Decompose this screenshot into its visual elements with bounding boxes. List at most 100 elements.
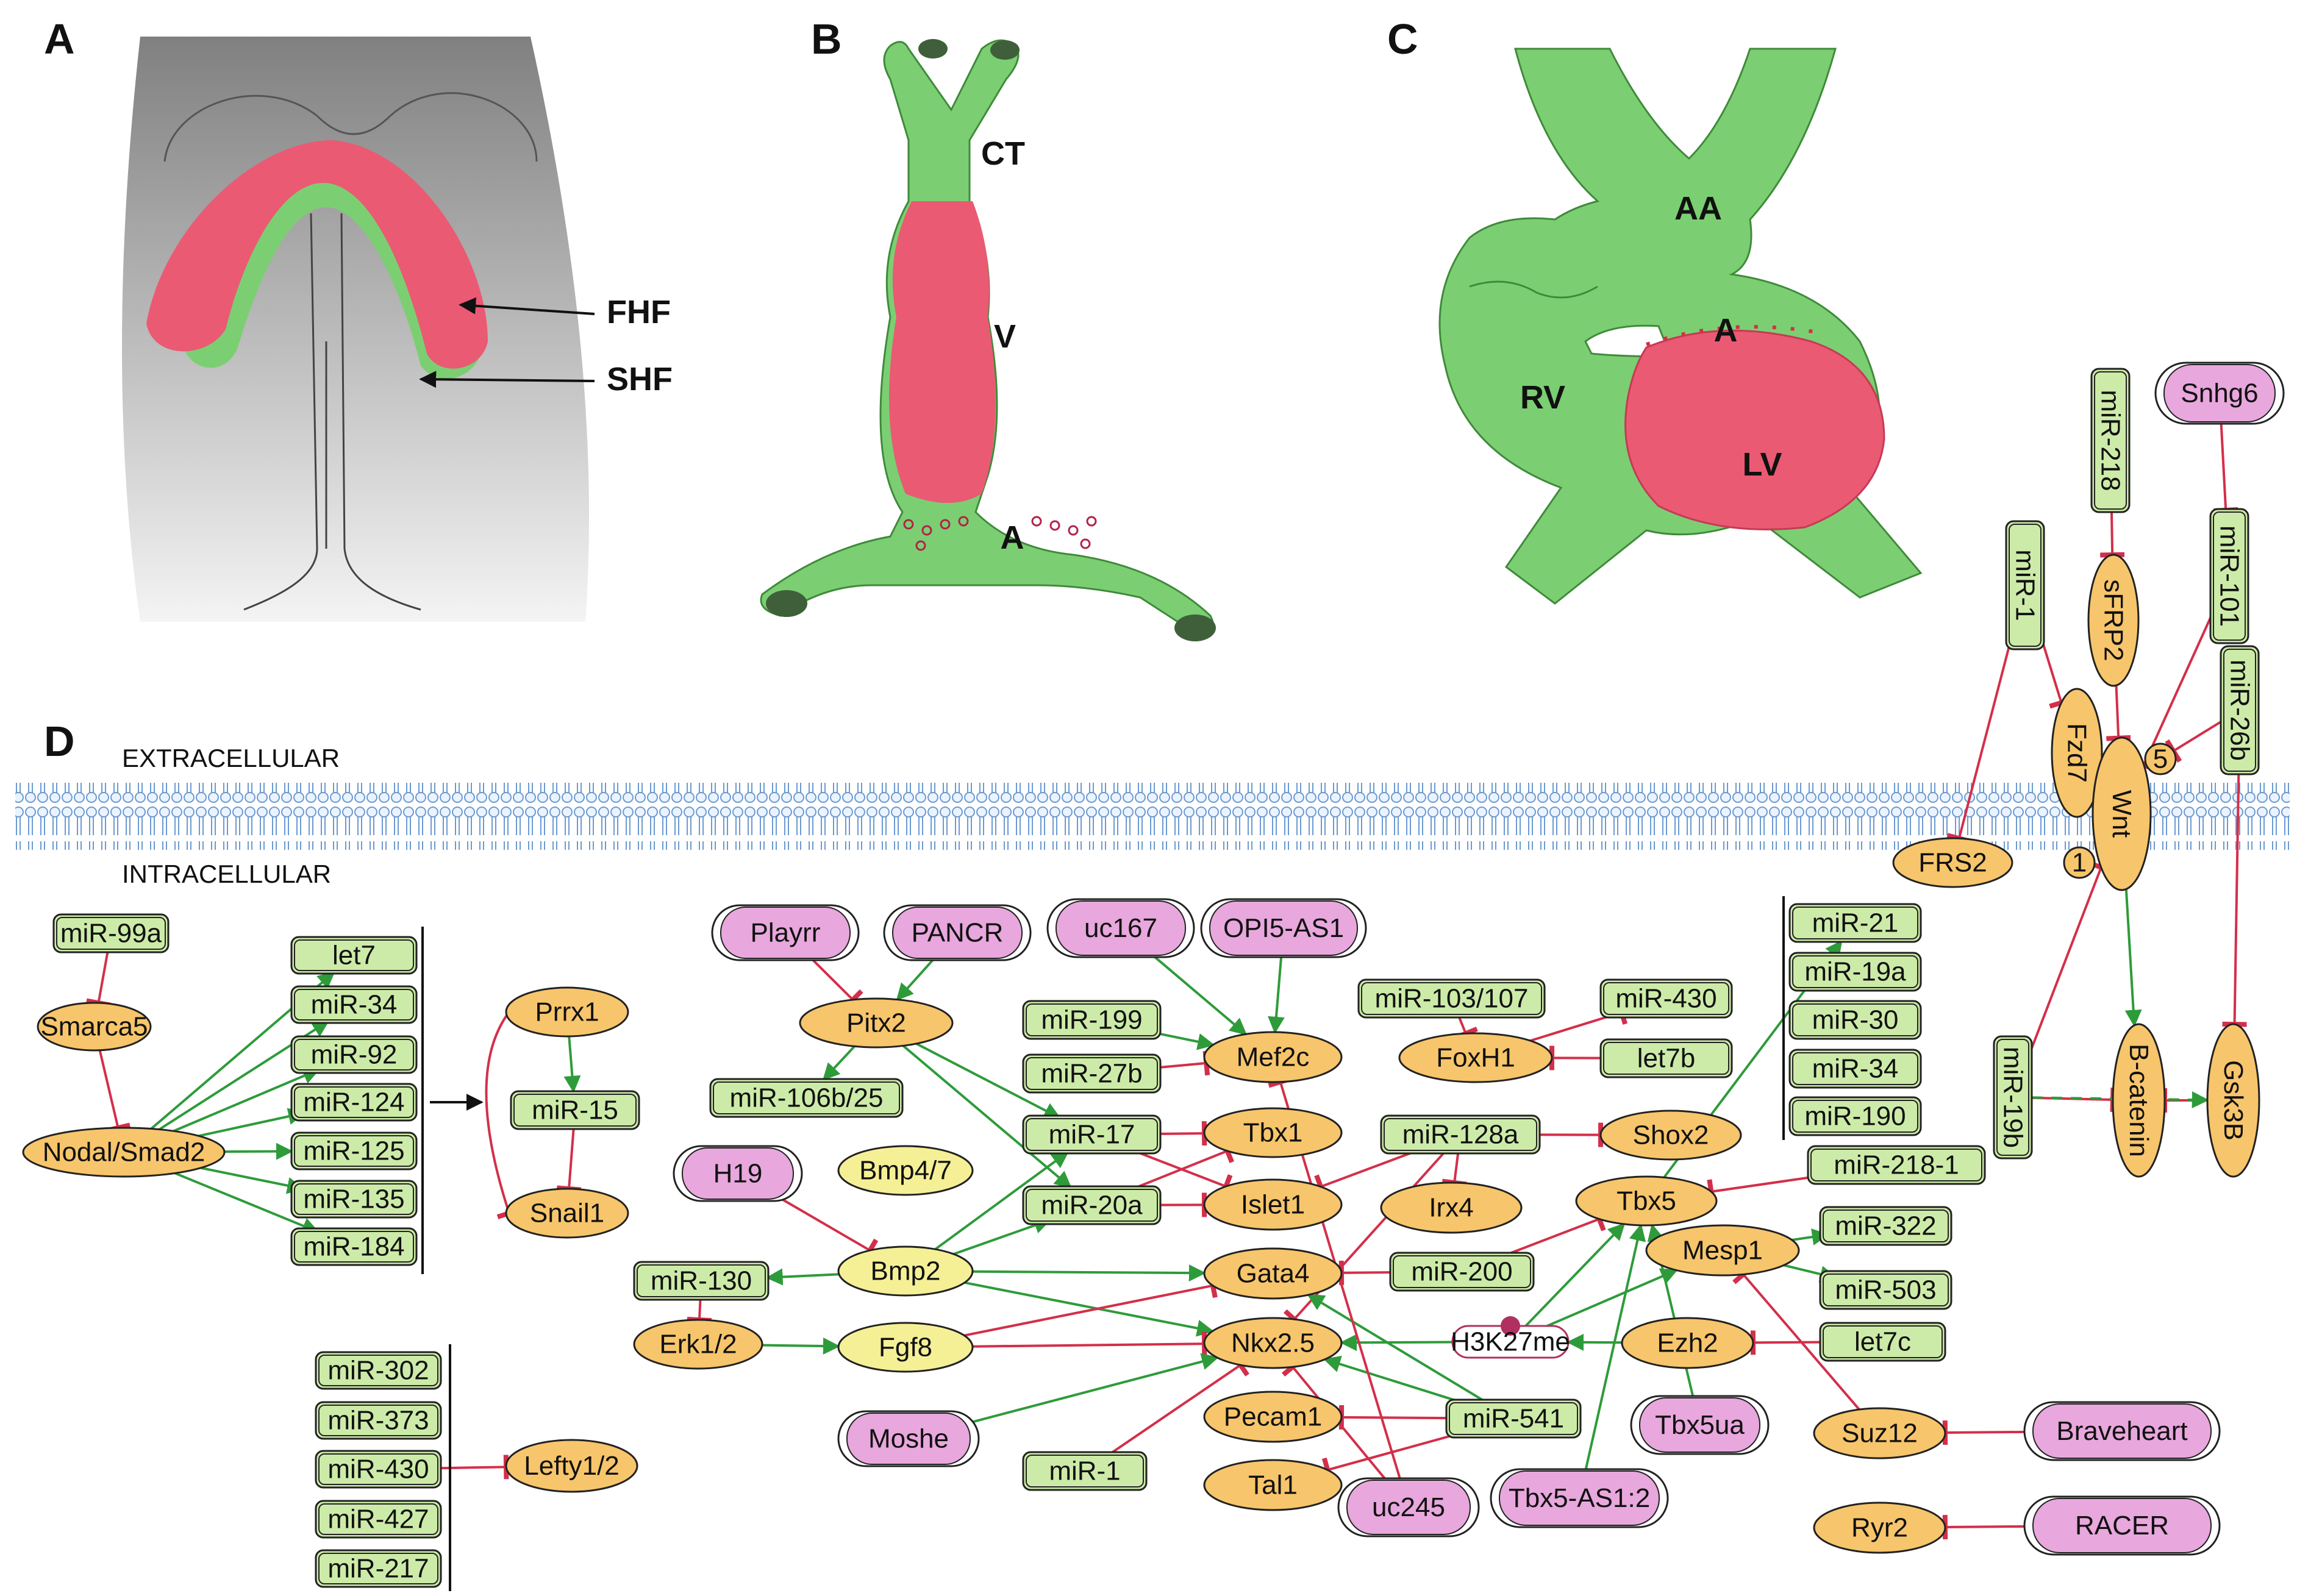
node-label: Mef2c [1237, 1042, 1310, 1072]
node-label: miR-103/107 [1375, 984, 1529, 1014]
node-label: miR-30 [1812, 1005, 1899, 1035]
node-pancr: PANCR [883, 904, 1032, 961]
c-a-label: A [1714, 312, 1738, 349]
node-label: Gata4 [1237, 1259, 1310, 1289]
node-label: Erk1/2 [659, 1330, 737, 1359]
node-label: miR-21 [1812, 908, 1899, 938]
edge-prrx1-mir15 [563, 1036, 581, 1093]
edge-nodal-mir184 [174, 1172, 320, 1234]
node-mir21: miR-21 [1788, 903, 1922, 943]
node-mir27b: miR-27b [1022, 1053, 1162, 1094]
node-label: miR-430 [327, 1455, 429, 1484]
node-label: Suz12 [1842, 1419, 1918, 1448]
node-label: uc245 [1372, 1492, 1445, 1522]
node-label: miR-124 [303, 1088, 404, 1117]
node-label: 5 [2153, 744, 2168, 774]
node-mir30: miR-30 [1788, 1000, 1922, 1040]
node-label: PANCR [912, 918, 1004, 948]
edge-mir130-erk [687, 1299, 712, 1323]
edge-pitx2-mir20a [902, 1044, 1072, 1189]
node-label: H3K27me [1451, 1327, 1570, 1357]
node-label: miR-27b [1041, 1059, 1142, 1089]
node-ezh2: Ezh2 [1621, 1317, 1754, 1369]
vessel-end [990, 40, 1020, 60]
node-label: miR-15 [532, 1095, 618, 1125]
node-label: miR-130 [651, 1266, 752, 1296]
edge-let7c-ezh2 [1750, 1330, 1821, 1355]
extracellular-label: EXTRACELLULAR [122, 744, 340, 772]
node-label: miR-427 [327, 1505, 429, 1534]
edge-pitx2-mir106 [822, 1045, 856, 1081]
vessel-end [918, 39, 948, 59]
node-mir101: miR-101 [2209, 508, 2249, 644]
edge-mir200-gata4 [1338, 1260, 1391, 1285]
node-mir106: miR-106b/25 [709, 1078, 904, 1118]
node-label: H19 [713, 1159, 763, 1189]
node-label: Prrx1 [535, 997, 599, 1027]
node-label: miR-199 [1041, 1005, 1142, 1035]
node-pitx2: Pitx2 [799, 997, 954, 1049]
node-mir19b: miR-19b [1993, 1035, 2033, 1160]
edge-fgf8-gata4 [963, 1273, 1218, 1337]
node-wnt: Wnt [2092, 736, 2152, 891]
node-wnt5: 5 [2144, 743, 2177, 775]
node-label: Tbx5ua [1655, 1410, 1745, 1440]
node-gata4: Gata4 [1203, 1247, 1343, 1300]
node-label: miR-200 [1411, 1257, 1512, 1287]
edge-suz12-mesp1 [1732, 1264, 1860, 1411]
edge-moshe-nkx25 [966, 1353, 1219, 1425]
node-mir430a: miR-430 [1599, 978, 1733, 1019]
vessel-end [1174, 615, 1216, 641]
head-fold-outline [163, 92, 538, 162]
edge-mir103-foxh1 [1453, 1017, 1478, 1041]
node-label: 1 [2072, 848, 2087, 878]
panel-a-label: A [44, 15, 75, 63]
node-let7c: let7c [1819, 1322, 1946, 1362]
a-label: A [1001, 519, 1024, 556]
node-label: miR-101 [2215, 525, 2245, 627]
node-mir17: miR-17 [1022, 1114, 1162, 1155]
edge-mir20a-tbx1 [1130, 1138, 1234, 1191]
node-mir130: miR-130 [633, 1261, 770, 1301]
node-prrx1: Prrx1 [505, 986, 629, 1038]
node-tbx5: Tbx5 [1575, 1175, 1718, 1227]
node-label: miR-106b/25 [730, 1083, 884, 1113]
node-label: let7b [1637, 1044, 1695, 1074]
node-mir200: miR-200 [1389, 1252, 1535, 1292]
node-label: Bmp4/7 [859, 1156, 952, 1186]
node-mir34b: miR-34 [1788, 1049, 1922, 1089]
node-label: Snhg6 [2181, 379, 2258, 408]
node-label: OPI5-AS1 [1223, 913, 1344, 943]
atrial-dotted-edge [1646, 325, 1818, 346]
lv-red [1624, 329, 1885, 530]
edge-h3k27-mesp1 [1541, 1268, 1678, 1330]
node-mir218: miR-218 [2090, 368, 2131, 513]
lv-label: LV [1743, 446, 1782, 483]
node-nkx25: Nkx2.5 [1203, 1317, 1343, 1369]
node-label: miR-125 [303, 1136, 404, 1166]
node-mir19a: miR-19a [1788, 952, 1922, 992]
node-snail1: Snail1 [505, 1188, 629, 1239]
panel-c: C AA A RV LV [1387, 15, 1923, 605]
node-suz12: Suz12 [1813, 1407, 1946, 1459]
edge-fgf8-nkx25 [972, 1331, 1207, 1356]
ventricle-red [889, 201, 996, 503]
edge-mir17-tbx1 [1160, 1121, 1207, 1146]
node-opi5: OPI5-AS1 [1200, 898, 1367, 958]
node-gsk3b: Gsk3B [2206, 1023, 2260, 1178]
outflow-and-rv [1438, 48, 1923, 605]
node-mir373: miR-373 [315, 1401, 442, 1440]
node-label: sFRP2 [2099, 579, 2129, 661]
edge-wnt-bcat [2124, 889, 2142, 1027]
node-label: Lefty1/2 [524, 1451, 620, 1481]
node-label: miR-503 [1835, 1275, 1936, 1305]
node-shox2: Shox2 [1599, 1110, 1742, 1161]
node-ryr2: Ryr2 [1813, 1502, 1946, 1554]
node-label: Mesp1 [1682, 1236, 1763, 1266]
node-label: miR-92 [311, 1040, 398, 1070]
node-let7b: let7b [1599, 1038, 1733, 1078]
node-label: Snail1 [530, 1199, 604, 1228]
node-label: miR-34 [311, 990, 398, 1020]
edge-mir26b-wnt5 [2165, 721, 2222, 763]
edge-bmp2-gata4 [972, 1264, 1206, 1282]
